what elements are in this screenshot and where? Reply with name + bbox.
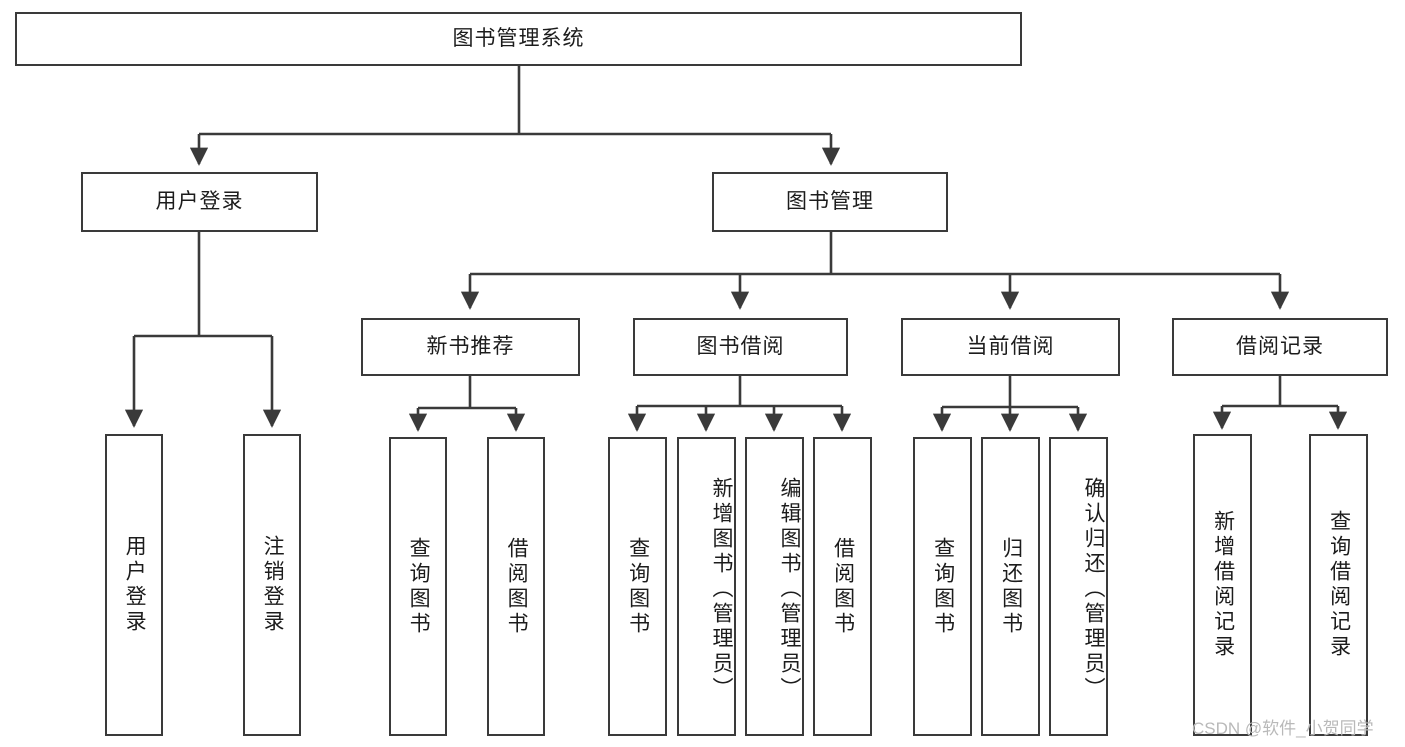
leaf-query-book-new-rec[interactable]: 查询图书 xyxy=(389,437,447,736)
leaf-return-book[interactable]: 归还图书 xyxy=(981,437,1040,736)
leaf-borrow-book-new-rec[interactable]: 借阅图书 xyxy=(487,437,545,736)
leaf-borrow-book-borrow[interactable]: 借阅图书 xyxy=(813,437,872,736)
leaf-query-book-borrow[interactable]: 查询图书 xyxy=(608,437,667,736)
leaf-confirm-return-admin[interactable]: 确认归还（管理员） xyxy=(1049,437,1108,736)
node-current-borrowing[interactable]: 当前借阅 xyxy=(901,318,1120,376)
leaf-add-borrow-record[interactable]: 新增借阅记录 xyxy=(1193,434,1252,736)
node-borrowing-records[interactable]: 借阅记录 xyxy=(1172,318,1388,376)
leaf-add-book-admin[interactable]: 新增图书（管理员） xyxy=(677,437,736,736)
leaf-query-borrow-record[interactable]: 查询借阅记录 xyxy=(1309,434,1368,736)
node-user-login[interactable]: 用户登录 xyxy=(81,172,318,232)
csdn-watermark: CSDN @软件_小贺同学 xyxy=(1192,719,1374,738)
leaf-user-logout[interactable]: 注销登录 xyxy=(243,434,301,736)
node-book-borrowing[interactable]: 图书借阅 xyxy=(633,318,848,376)
node-new-book-recommendation[interactable]: 新书推荐 xyxy=(361,318,580,376)
node-root-book-management-system[interactable]: 图书管理系统 xyxy=(15,12,1022,66)
leaf-user-login[interactable]: 用户登录 xyxy=(105,434,163,736)
node-book-management[interactable]: 图书管理 xyxy=(712,172,948,232)
leaf-edit-book-admin[interactable]: 编辑图书（管理员） xyxy=(745,437,804,736)
leaf-query-book-current[interactable]: 查询图书 xyxy=(913,437,972,736)
